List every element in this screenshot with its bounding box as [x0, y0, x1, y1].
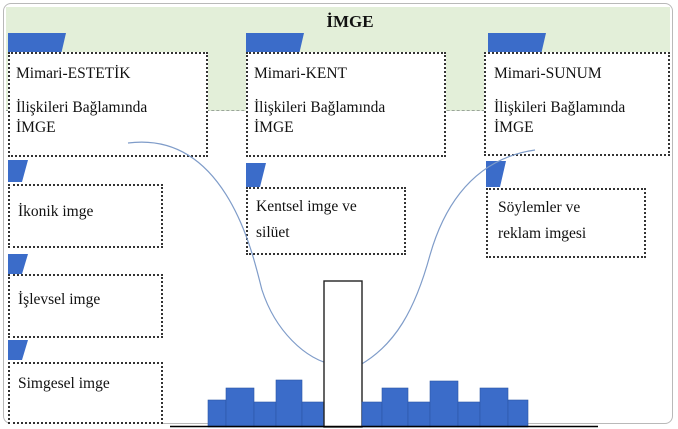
- header-box-kent: Mimari-KENT İlişkileri Bağlamında İMGE: [246, 52, 446, 157]
- building: [253, 401, 277, 428]
- header-tab-sunum: [488, 33, 546, 53]
- header-box-estetik: Mimari-ESTETİK İlişkileri Bağlamında İMG…: [8, 52, 208, 157]
- header-tab-kent: [246, 33, 304, 53]
- header-tab-estetik: [8, 33, 66, 53]
- item-tab: [8, 254, 28, 274]
- item-box-islevsel: İşlevsel imge: [8, 274, 163, 338]
- header-line: İMGE: [494, 119, 534, 136]
- header-line: İlişkileri Bağlamında: [494, 99, 626, 116]
- item-text: İşlevsel imge: [18, 291, 101, 308]
- item-box-simgesel: Simgesel imge: [8, 362, 163, 424]
- building: [207, 399, 227, 428]
- building: [407, 401, 431, 428]
- building: [275, 379, 303, 428]
- building: [479, 387, 509, 428]
- header-line: Mimari-SUNUM: [494, 65, 602, 82]
- building: [429, 380, 459, 428]
- item-text: Kentsel imge ve: [256, 198, 357, 215]
- item-tab: [8, 160, 28, 182]
- item-box-soylemler: Söylemler ve reklam imgesi: [486, 188, 646, 258]
- item-tab: [246, 163, 266, 187]
- building: [225, 387, 255, 428]
- item-text: İkonik imge: [18, 203, 94, 220]
- item-text: reklam imgesi: [498, 225, 587, 242]
- header-box-sunum: Mimari-SUNUM İlişkileri Bağlamında İMGE: [484, 52, 670, 156]
- header-line: İMGE: [16, 119, 56, 136]
- item-box-ikonik: İkonik imge: [8, 184, 163, 248]
- connector-curve-left: [127, 141, 336, 366]
- diagram-title: İMGE: [326, 12, 374, 31]
- connector-curve-right: [359, 149, 536, 366]
- item-text: silüet: [256, 224, 290, 241]
- building: [457, 401, 481, 428]
- header-line: İlişkileri Bağlamında: [16, 99, 148, 116]
- skyline-buildings: [207, 280, 529, 428]
- central-tower: [323, 280, 363, 428]
- header-line: Mimari-ESTETİK: [16, 65, 131, 82]
- building: [361, 401, 383, 428]
- building: [381, 387, 409, 428]
- item-tab: [8, 340, 28, 360]
- item-text: Simgesel imge: [18, 375, 110, 392]
- header-line: İMGE: [254, 119, 294, 136]
- building: [507, 399, 529, 428]
- item-text: Söylemler ve: [498, 199, 581, 216]
- item-tab: [486, 161, 506, 187]
- item-box-kentsel: Kentsel imge ve silüet: [246, 187, 406, 255]
- header-line: Mimari-KENT: [254, 65, 347, 82]
- header-line: İlişkileri Bağlamında: [254, 99, 386, 116]
- building: [301, 401, 325, 428]
